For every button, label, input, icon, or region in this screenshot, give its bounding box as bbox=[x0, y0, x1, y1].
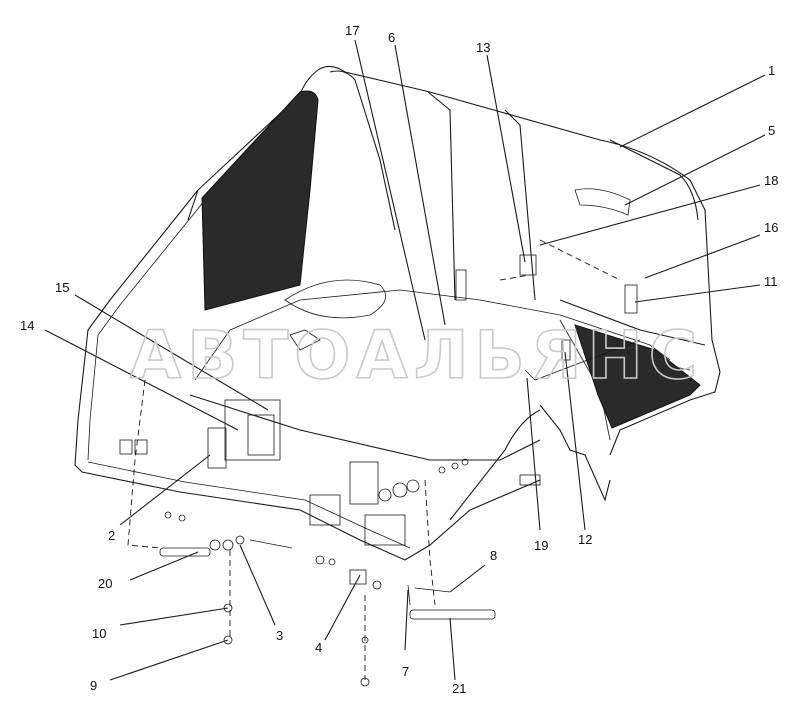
center-mount-plate bbox=[349, 461, 379, 505]
callout-21: 21 bbox=[452, 681, 466, 696]
callout-1: 1 bbox=[768, 63, 775, 78]
callout-10: 10 bbox=[92, 626, 106, 641]
insulation-pads bbox=[201, 90, 701, 429]
left-hinge-plate bbox=[207, 427, 227, 469]
callout-8: 8 bbox=[490, 548, 497, 563]
callout-7: 7 bbox=[402, 664, 409, 679]
callout-17: 17 bbox=[345, 23, 359, 38]
callout-4: 4 bbox=[315, 640, 322, 655]
callout-18: 18 bbox=[764, 173, 778, 188]
watermark: АВТОАЛЬЯНС bbox=[130, 317, 703, 394]
callout-9: 9 bbox=[90, 678, 97, 693]
gas-strut-left bbox=[159, 547, 211, 557]
callout-14: 14 bbox=[20, 318, 34, 333]
left-window-pad bbox=[201, 90, 319, 311]
callout-13: 13 bbox=[476, 40, 490, 55]
callout-5: 5 bbox=[768, 123, 775, 138]
callout-15: 15 bbox=[55, 280, 69, 295]
assembly-lines bbox=[127, 239, 621, 680]
callout-19: 19 bbox=[534, 538, 548, 553]
callout-2: 2 bbox=[108, 528, 115, 543]
callout-3: 3 bbox=[276, 628, 283, 643]
callout-11: 11 bbox=[764, 274, 778, 289]
upper-hinge bbox=[455, 269, 467, 301]
callout-6: 6 bbox=[388, 30, 395, 45]
callout-12: 12 bbox=[578, 532, 592, 547]
callout-labels: 1 5 18 16 11 17 6 13 15 14 2 20 3 10 9 4… bbox=[20, 23, 778, 696]
hardware bbox=[119, 188, 641, 687]
right-floor-pad bbox=[574, 324, 701, 429]
leader-lines bbox=[44, 39, 766, 681]
hood-shell bbox=[74, 65, 721, 561]
callout-16: 16 bbox=[764, 220, 778, 235]
gas-strut-right bbox=[409, 609, 496, 620]
callout-20: 20 bbox=[98, 576, 112, 591]
